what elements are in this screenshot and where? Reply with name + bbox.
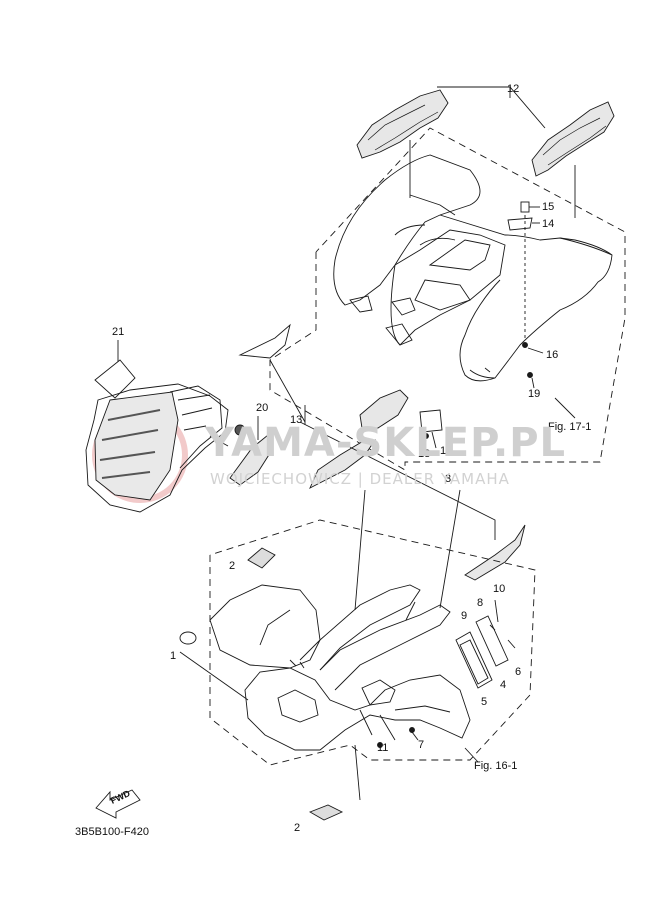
part-21-grille [85, 340, 229, 513]
callout-18: 18 [418, 448, 431, 460]
decal-2-upper [247, 547, 276, 569]
rear-dashed-frame [269, 127, 626, 471]
diagram-code: 3B5B100-F420 [75, 826, 149, 838]
callout-14: 14 [542, 218, 555, 230]
callout-8: 8 [477, 597, 484, 609]
decal-12 [356, 86, 615, 218]
part-17-18 [419, 409, 443, 449]
callout-6: 6 [515, 666, 522, 678]
decal-2-lower [308, 804, 344, 821]
watermark-title: YAMA-SKLEP.PL [205, 420, 567, 466]
callout-5: 5 [481, 696, 488, 708]
callout-12: 12 [507, 83, 520, 95]
callout-3: 3 [445, 473, 452, 485]
callout-17: 17 [440, 445, 453, 457]
part-20 [229, 416, 273, 486]
callout-13: 13 [290, 414, 303, 426]
part-13 [238, 323, 409, 429]
callout-2-upper: 2 [229, 560, 236, 572]
callout-21: 21 [112, 326, 125, 338]
callout-15: 15 [542, 201, 555, 213]
fasteners-rear [507, 201, 544, 389]
front-small-parts [377, 599, 516, 763]
part-1-cap [179, 631, 197, 645]
fwd-arrow-icon [95, 789, 141, 819]
callout-4: 4 [500, 679, 507, 691]
callout-9: 9 [461, 610, 468, 622]
callout-1: 1 [170, 650, 177, 662]
watermark-subtitle: WOJCIECHOWICZ | DEALER YAMAHA [210, 470, 510, 488]
part-3 [299, 421, 526, 611]
rear-fender [333, 154, 613, 382]
callout-20: 20 [256, 402, 269, 414]
callout-2-lower: 2 [294, 822, 301, 834]
callout-10: 10 [493, 583, 506, 595]
callout-11: 11 [377, 742, 389, 754]
front-fender [209, 584, 471, 751]
fig-ref-rear: Fig. 17-1 [548, 421, 592, 433]
callout-16: 16 [546, 349, 559, 361]
callout-7: 7 [418, 739, 425, 751]
front-dashed-frame [209, 519, 536, 766]
callout-19: 19 [528, 388, 541, 400]
fig-ref-front: Fig. 16-1 [474, 760, 518, 772]
